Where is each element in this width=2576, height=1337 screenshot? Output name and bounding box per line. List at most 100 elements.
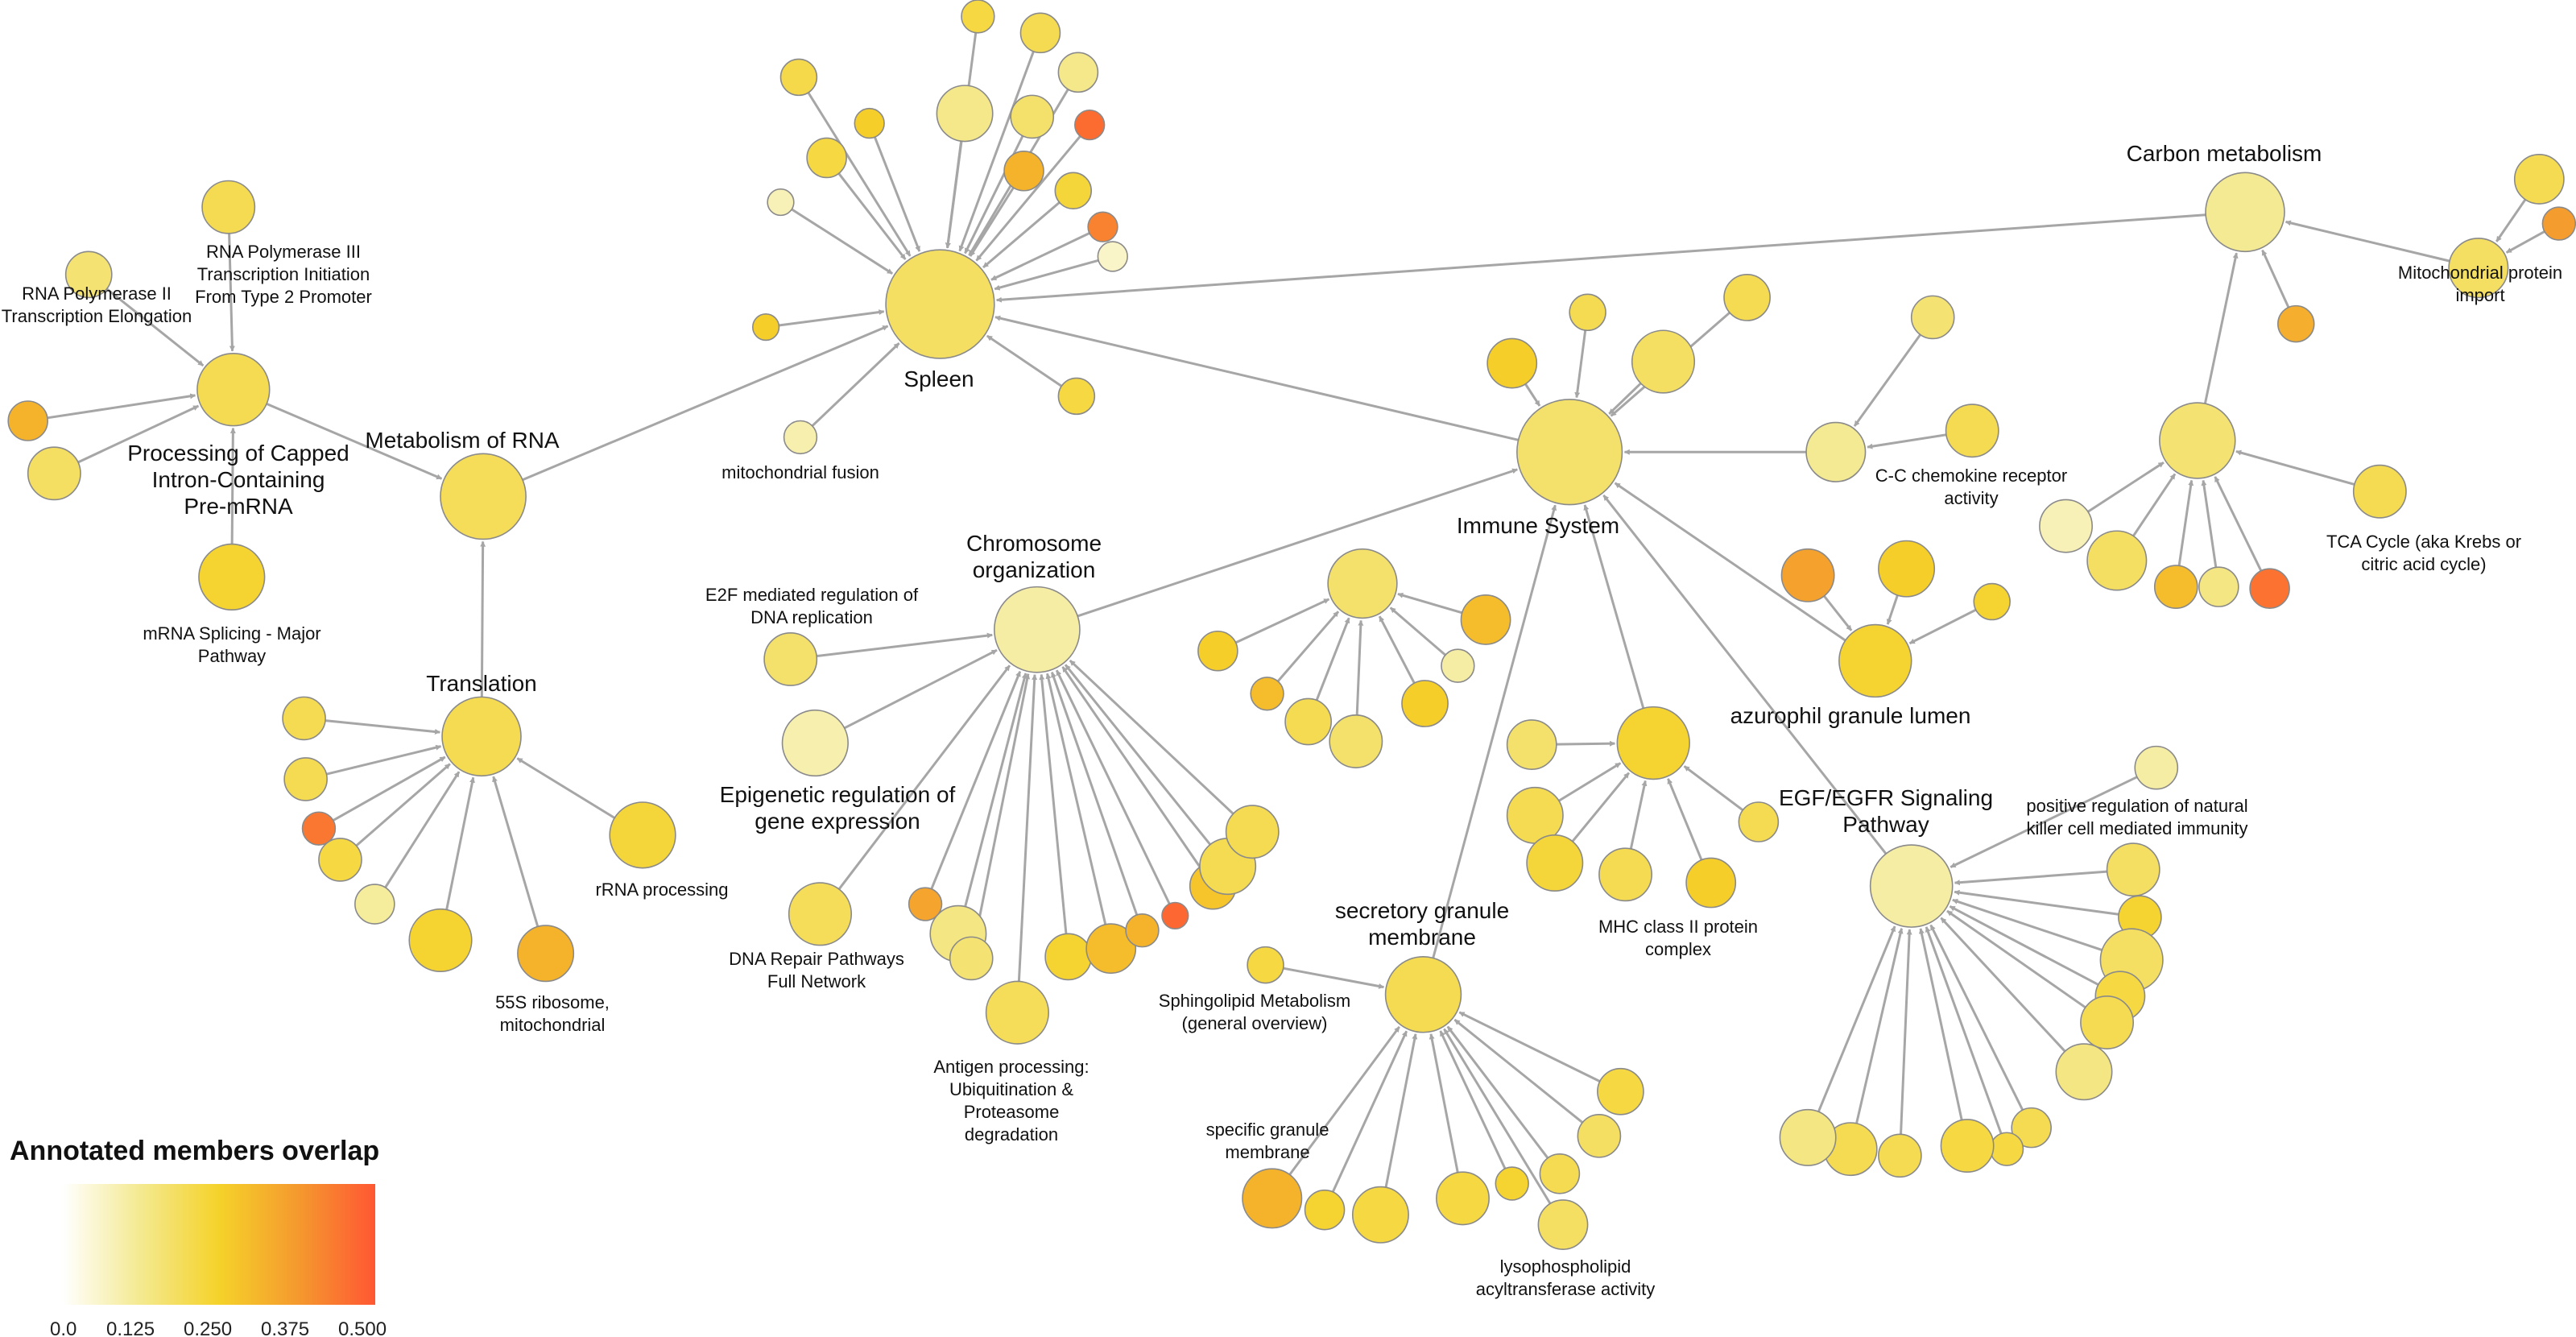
node-s55[interactable] [517,925,575,983]
node-unlabeled-37[interactable] [1723,274,1771,321]
node-rnapol2[interactable] [64,250,113,299]
node-unlabeled-0[interactable] [961,0,995,34]
node-unlabeled-23[interactable] [408,908,473,973]
node-metabolism_rna[interactable] [440,453,527,540]
node-unlabeled-60[interactable] [2153,565,2198,609]
node-e2f[interactable] [763,631,818,686]
node-unlabeled-17[interactable] [27,446,81,501]
node-unlabeled-43[interactable] [1284,697,1333,746]
node-unlabeled-81[interactable] [1495,1166,1529,1201]
node-unlabeled-45[interactable] [1401,680,1449,727]
node-unlabeled-36[interactable] [1631,329,1696,394]
node-unlabeled-59[interactable] [2086,530,2148,591]
node-secretory[interactable] [1384,956,1462,1033]
node-unlabeled-80[interactable] [1539,1153,1581,1194]
node-processing[interactable] [196,353,271,427]
node-unlabeled-44[interactable] [1329,714,1383,768]
node-unlabeled-4[interactable] [854,107,885,139]
node-immune[interactable] [1516,399,1623,506]
node-unlabeled-50[interactable] [1973,582,2011,621]
node-unlabeled-15[interactable] [1057,377,1096,416]
node-unlabeled-41[interactable] [1197,630,1238,672]
node-rrna[interactable] [609,801,676,869]
node-unlabeled-71[interactable] [2055,1043,2113,1101]
node-unlabeled-79[interactable] [1577,1113,1622,1158]
node-unlabeled-35[interactable] [1569,293,1606,332]
node-unlabeled-6[interactable] [1010,94,1055,139]
node-nk[interactable] [2134,745,2179,790]
node-ccchem[interactable] [1805,421,1867,482]
node-mito_import[interactable] [2448,238,2509,299]
node-unlabeled-3[interactable] [779,58,818,97]
node-dna_repair[interactable] [788,882,853,946]
node-unlabeled-7[interactable] [1074,109,1106,141]
node-unlabeled-39[interactable] [1910,295,1955,340]
node-lyso[interactable] [1537,1199,1589,1250]
node-unlabeled-65[interactable] [2277,304,2315,343]
node-antigen[interactable] [985,980,1049,1045]
node-unlabeled-18[interactable] [282,696,326,741]
node-mhc[interactable] [1616,706,1690,780]
node-unlabeled-51[interactable] [1506,719,1557,770]
node-unlabeled-16[interactable] [7,400,48,441]
node-translation[interactable] [441,696,522,777]
node-unlabeled-9[interactable] [1003,150,1044,192]
node-unlabeled-26[interactable] [949,936,994,981]
node-egfr[interactable] [1869,844,1954,928]
node-unlabeled-48[interactable] [1780,548,1835,602]
node-unlabeled-74[interactable] [1940,1119,1995,1173]
node-unlabeled-63[interactable] [2513,154,2565,205]
node-unlabeled-55[interactable] [1685,857,1737,909]
node-unlabeled-13[interactable] [1097,241,1128,272]
node-unlabeled-77[interactable] [1779,1108,1837,1166]
node-unlabeled-27[interactable] [1044,933,1093,981]
node-chromosome[interactable] [994,586,1081,673]
node-unlabeled-34[interactable] [1486,337,1538,389]
node-unlabeled-83[interactable] [1351,1186,1409,1244]
node-unlabeled-33[interactable] [1225,805,1280,859]
node-unlabeled-14[interactable] [751,313,780,341]
node-specific_granule[interactable] [1242,1168,1303,1229]
node-unlabeled-28[interactable] [1085,923,1137,975]
node-unlabeled-64[interactable] [2541,206,2576,241]
node-unlabeled-42[interactable] [1250,677,1284,711]
node-unlabeled-38[interactable] [1945,404,1999,458]
node-unlabeled-29[interactable] [1125,913,1160,948]
node-sphingo[interactable] [1247,946,1284,984]
node-unlabeled-78[interactable] [1597,1067,1644,1116]
node-unlabeled-30[interactable] [1161,901,1189,929]
node-unlabeled-24[interactable] [908,887,943,921]
node-unlabeled-2[interactable] [1057,52,1099,93]
node-unlabeled-62[interactable] [2249,568,2290,609]
node-unlabeled-84[interactable] [1304,1189,1346,1231]
node-unlabeled-49[interactable] [1878,540,1936,598]
node-unlabeled-72[interactable] [2011,1107,2052,1149]
node-unlabeled-53[interactable] [1526,834,1584,892]
node-unlabeled-1[interactable] [1019,12,1061,54]
node-unlabeled-61[interactable] [2198,566,2239,607]
node-unlabeled-19[interactable] [283,757,328,801]
node-unlabeled-56[interactable] [1738,801,1780,842]
node-epigenetic[interactable] [781,709,849,777]
node-mrna_splicing[interactable] [198,543,266,611]
node-unlabeled-73[interactable] [1989,1132,2024,1166]
node-carbon[interactable] [2205,172,2285,253]
node-unlabeled-10[interactable] [1054,172,1093,210]
node-unlabeled-21[interactable] [318,838,362,882]
node-unlabeled-54[interactable] [1598,847,1653,902]
node-unlabeled-5[interactable] [936,85,994,143]
node-unlabeled-12[interactable] [1087,211,1118,242]
node-unlabeled-70[interactable] [2080,996,2135,1049]
node-unlabeled-22[interactable] [354,884,395,925]
node-spleen[interactable] [885,249,995,359]
node-unlabeled-40[interactable] [1327,548,1398,619]
node-azurophil[interactable] [1838,623,1912,698]
node-unlabeled-46[interactable] [1441,648,1475,683]
node-unlabeled-75[interactable] [1878,1133,1922,1178]
node-unlabeled-11[interactable] [767,188,795,217]
node-unlabeled-8[interactable] [806,137,847,179]
node-unlabeled-57[interactable] [2159,402,2236,479]
node-unlabeled-82[interactable] [1436,1171,1490,1226]
node-tca[interactable] [2352,464,2407,519]
node-unlabeled-20[interactable] [301,811,337,846]
